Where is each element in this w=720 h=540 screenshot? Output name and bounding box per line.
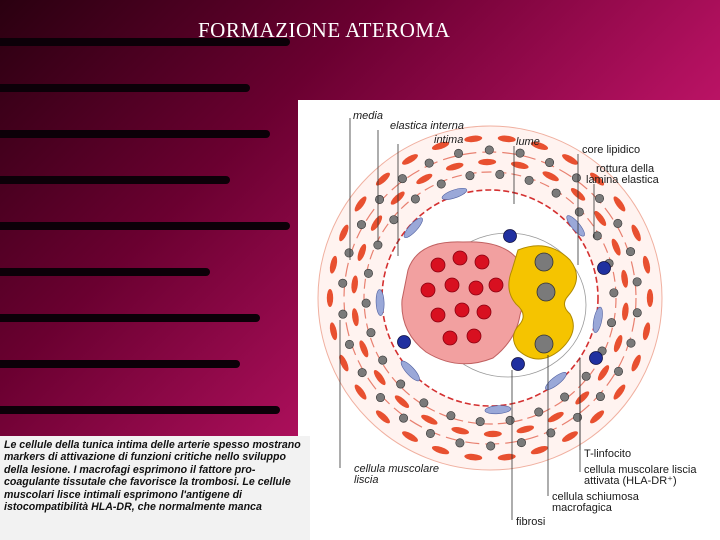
lipid-droplet	[455, 303, 469, 317]
cell-nucleus	[358, 368, 366, 376]
macrophage-nucleus	[537, 283, 555, 301]
caption-box: Le cellule della tunica intima delle art…	[0, 436, 310, 540]
t-lymphocyte	[598, 262, 611, 275]
lipid-droplet	[421, 283, 435, 297]
t-lymphocyte	[512, 358, 525, 371]
cell-nucleus	[398, 174, 406, 182]
cell-nucleus	[426, 429, 434, 437]
label-intima: intima	[434, 135, 463, 146]
label-core-lipidico: core lipidico	[582, 145, 640, 156]
label-elastica-interna: elastica interna	[390, 121, 464, 132]
lipid-droplet	[469, 281, 483, 295]
cell-nucleus	[486, 442, 494, 450]
cell-nucleus	[339, 279, 347, 287]
cell-nucleus	[390, 216, 398, 224]
cell-nucleus	[517, 438, 525, 446]
label-cellula-muscolare-line2: liscia	[354, 475, 378, 486]
cell-nucleus	[627, 339, 635, 347]
t-lymphocyte	[590, 352, 603, 365]
t-lymphocyte	[504, 230, 517, 243]
cell-nucleus	[626, 247, 634, 255]
cell-nucleus	[376, 393, 384, 401]
cell-nucleus	[374, 241, 382, 249]
cell-nucleus	[535, 408, 543, 416]
lipid-droplet	[431, 258, 445, 272]
cell-nucleus	[357, 220, 365, 228]
cell-nucleus	[582, 372, 590, 380]
cell-nucleus	[375, 195, 383, 203]
cell-nucleus	[362, 299, 370, 307]
cell-nucleus	[339, 310, 347, 318]
cell-nucleus	[411, 195, 419, 203]
macrophage-nucleus	[535, 335, 553, 353]
cell-nucleus	[575, 208, 583, 216]
cell-nucleus	[516, 149, 524, 157]
caption-text: Le cellule della tunica intima delle art…	[4, 439, 304, 513]
cell-nucleus	[614, 219, 622, 227]
cell-nucleus	[447, 411, 455, 419]
media-smooth-muscle-cell	[647, 289, 653, 307]
cell-nucleus	[506, 416, 514, 424]
cell-nucleus	[614, 367, 622, 375]
lipid-droplet	[443, 331, 457, 345]
lipid-droplet	[477, 305, 491, 319]
cell-nucleus	[610, 289, 618, 297]
cell-nucleus	[633, 278, 641, 286]
cell-nucleus	[437, 180, 445, 188]
cell-nucleus	[560, 393, 568, 401]
cell-nucleus	[545, 158, 553, 166]
media-smooth-muscle-cell	[327, 289, 333, 307]
cell-nucleus	[607, 318, 615, 326]
cell-nucleus	[367, 328, 375, 336]
cell-nucleus	[476, 417, 484, 425]
cell-nucleus	[345, 340, 353, 348]
cell-nucleus	[420, 399, 428, 407]
lipid-droplet	[467, 329, 481, 343]
cell-nucleus	[596, 392, 604, 400]
cell-nucleus	[456, 439, 464, 447]
cell-nucleus	[399, 414, 407, 422]
atheroma-diagram: media elastica interna intima lume core …	[298, 100, 720, 540]
cell-nucleus	[496, 170, 504, 178]
cell-nucleus	[573, 413, 581, 421]
label-fibrosi: fibrosi	[516, 517, 545, 528]
cell-nucleus	[595, 194, 603, 202]
cell-nucleus	[633, 309, 641, 317]
label-t-linfocito: T-linfocito	[584, 449, 631, 460]
lipid-droplet	[475, 255, 489, 269]
lipid-droplet	[431, 308, 445, 322]
cell-nucleus	[378, 356, 386, 364]
cell-nucleus	[485, 146, 493, 154]
cell-nucleus	[572, 174, 580, 182]
cell-nucleus	[525, 176, 533, 184]
label-schiumosa-line2: macrofagica	[552, 503, 612, 514]
macrophage-nucleus	[535, 253, 553, 271]
cell-nucleus	[345, 249, 353, 257]
label-media: media	[353, 111, 383, 122]
cell-nucleus	[552, 189, 560, 197]
cell-nucleus	[364, 269, 372, 277]
label-lume: lume	[516, 137, 540, 148]
label-liscia-attivata-line2: attivata (HLA-DR⁺)	[584, 476, 677, 487]
lipid-droplet	[489, 278, 503, 292]
lipid-droplet	[445, 278, 459, 292]
cell-nucleus	[454, 149, 462, 157]
t-lymphocyte	[398, 336, 411, 349]
cell-nucleus	[425, 159, 433, 167]
cell-nucleus	[466, 171, 474, 179]
label-rottura-line2: lamina elastica	[586, 175, 659, 186]
cell-nucleus	[396, 380, 404, 388]
lipid-droplet	[453, 251, 467, 265]
slide-title: FORMAZIONE ATEROMA	[198, 18, 450, 43]
